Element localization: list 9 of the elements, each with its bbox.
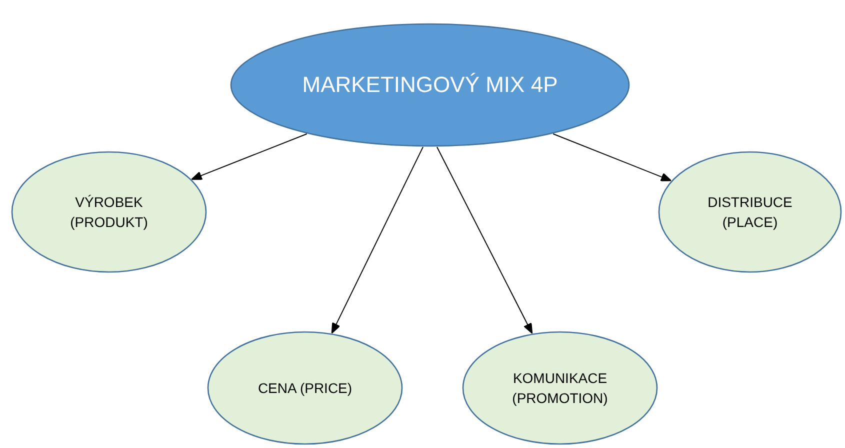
title-text: MARKETINGOVÝ MIX 4P <box>302 71 558 100</box>
category-label: KOMUNIKACE (PROMOTION) <box>511 368 609 408</box>
category-label: DISTRIBUCE (PLACE) <box>706 192 794 232</box>
category-label: CENA (PRICE) <box>258 378 352 398</box>
arrow <box>331 146 424 334</box>
category-label: VÝROBEK (PRODUKT) <box>69 192 149 232</box>
arrow <box>436 146 533 334</box>
arrow <box>552 133 672 182</box>
arrow <box>191 133 308 180</box>
